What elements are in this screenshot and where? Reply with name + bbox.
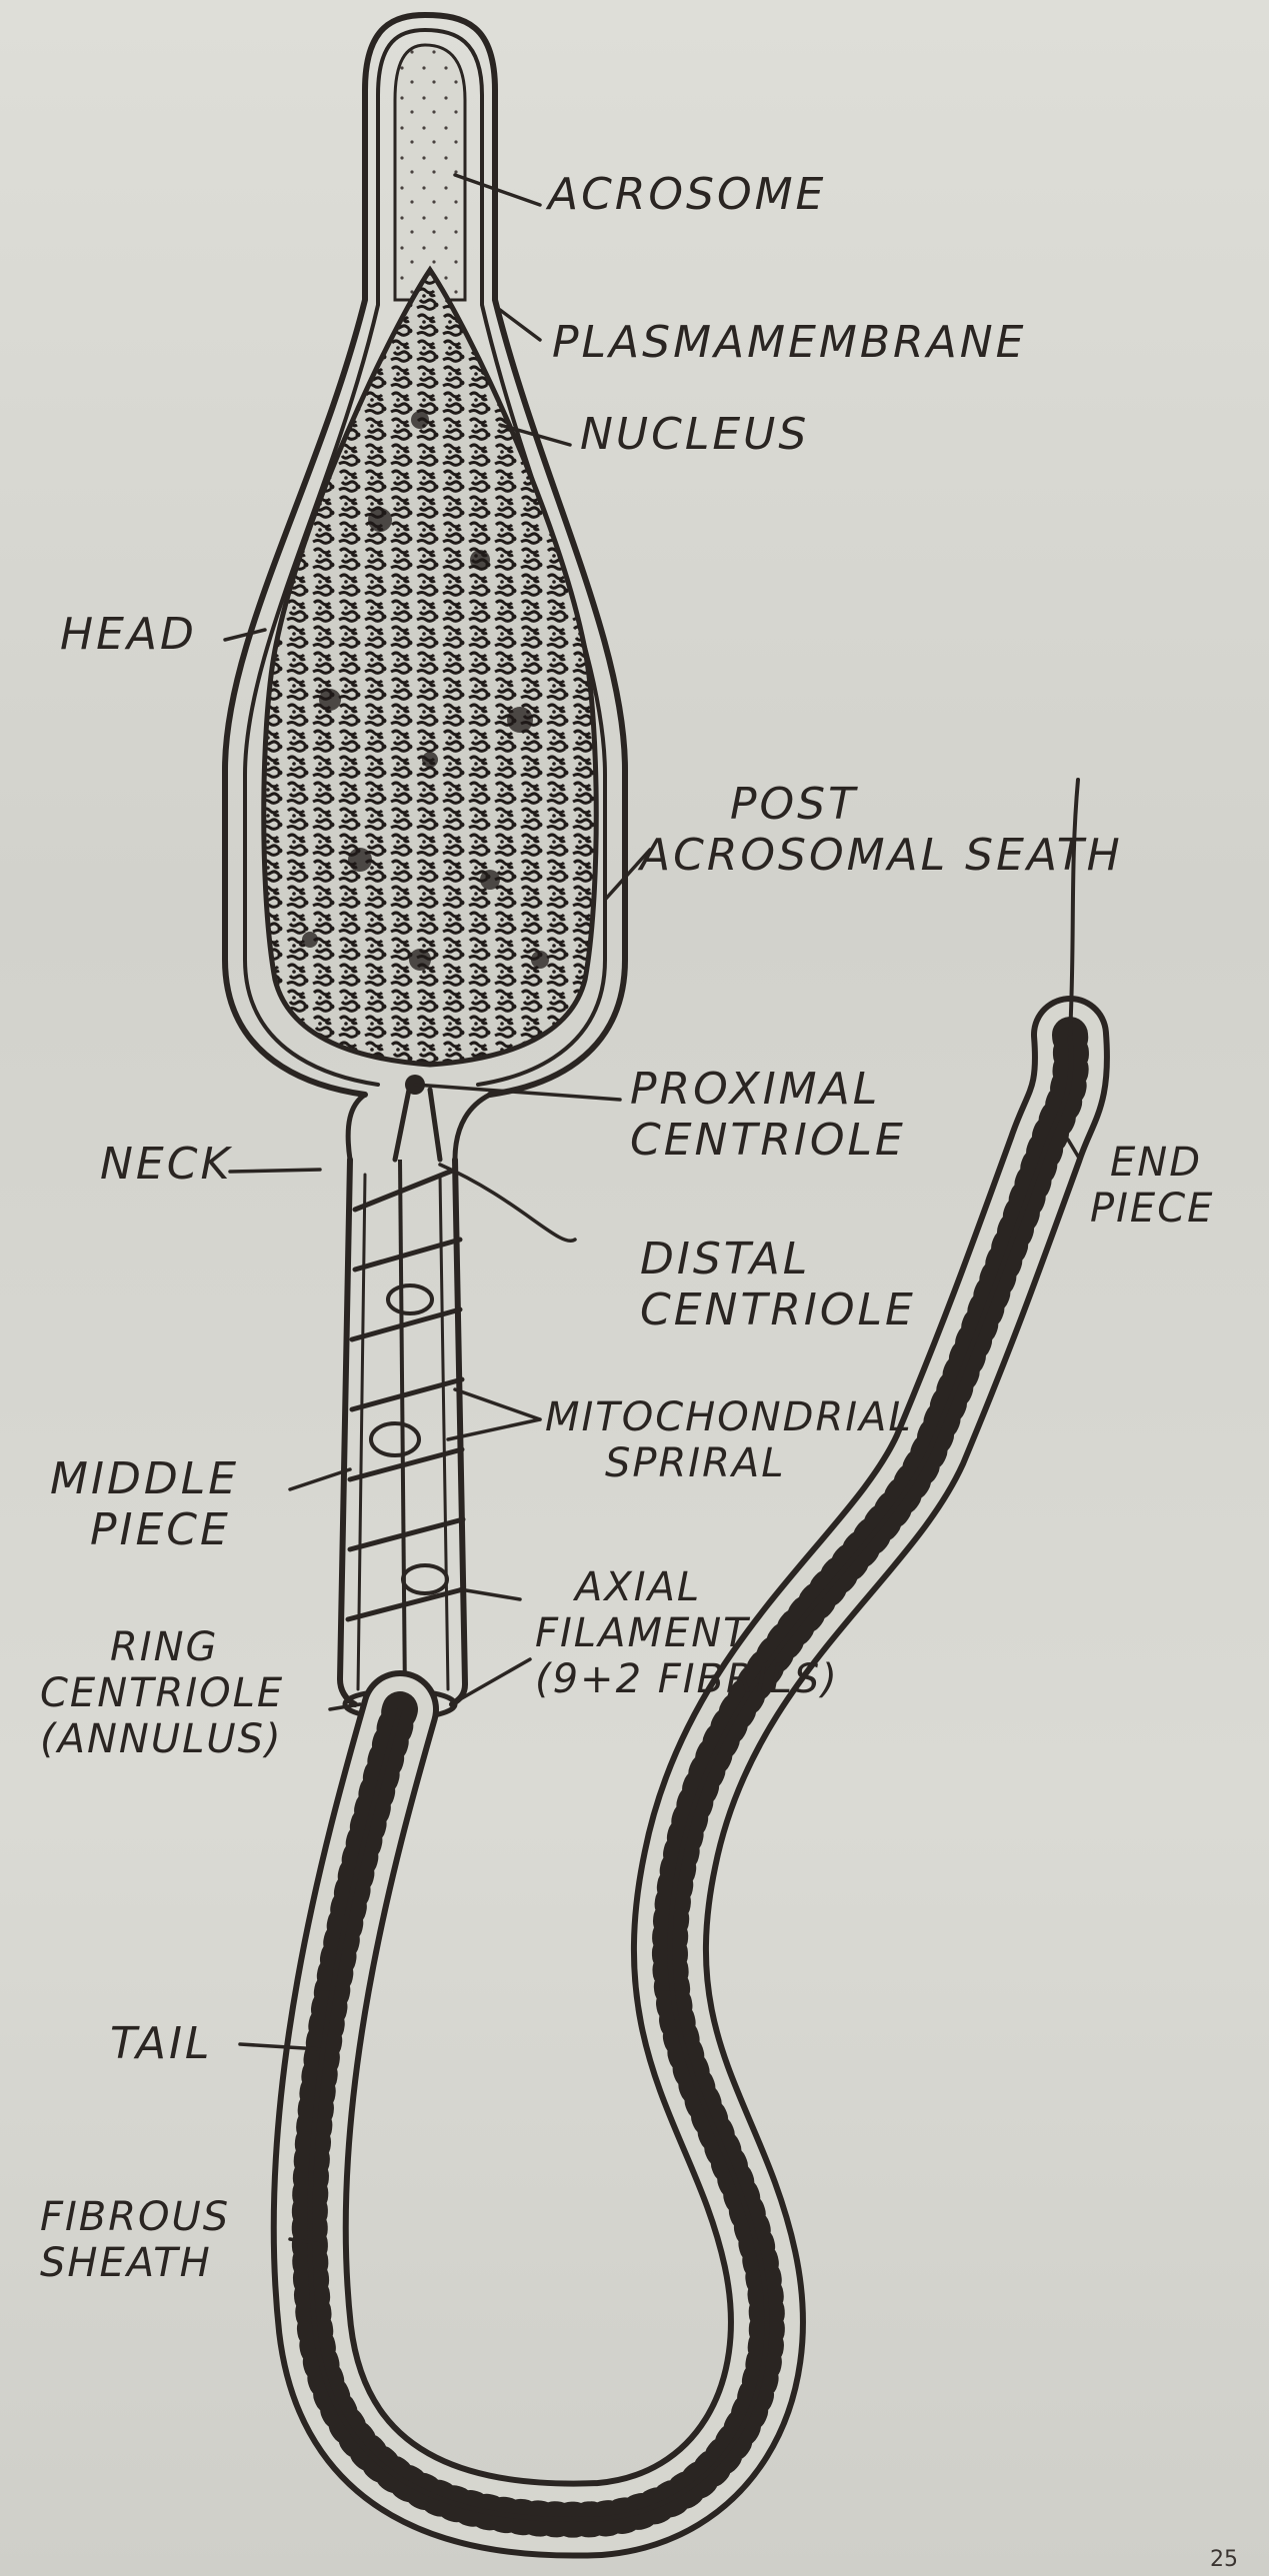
label-ring-line1: RING <box>40 1624 284 1670</box>
label-fibrous-line2: SHEATH <box>40 2240 230 2286</box>
label-axial-line1: AXIAL <box>535 1564 839 1610</box>
acrosome-region <box>395 45 465 300</box>
label-mito-line2: SPRIRAL <box>545 1440 913 1486</box>
label-neck-text: NECK <box>100 1140 232 1191</box>
label-middle-line2: PIECE <box>50 1505 239 1556</box>
label-ring-line3: (ANNULUS) <box>40 1716 284 1762</box>
label-axial-filament: AXIAL FILAMENT (9+2 FIBRILS) <box>535 1564 839 1702</box>
label-middle-line1: MIDDLE <box>50 1454 239 1505</box>
page-number: 25 <box>1210 2547 1238 2572</box>
label-fibrous-line1: FIBROUS <box>40 2194 230 2240</box>
neck <box>348 1085 490 1160</box>
label-distal-line1: DISTAL <box>640 1235 916 1286</box>
label-plasmamembrane: PLASMAMEMBRANE <box>552 318 1026 369</box>
label-post-acrosomal-sheath: POST ACROSOMAL SEATH <box>700 780 1123 881</box>
label-tail-text: TAIL <box>110 2019 212 2070</box>
label-plasmamembrane-text: PLASMAMEMBRANE <box>552 318 1026 369</box>
axial-filament-middle <box>400 1160 405 1699</box>
label-distal-line2: CENTRIOLE <box>640 1286 916 1336</box>
label-nucleus: NUCLEUS <box>580 410 809 461</box>
label-proximal-centriole: PROXIMAL CENTRIOLE <box>630 1065 906 1166</box>
label-end-piece: END PIECE <box>1090 1140 1214 1232</box>
label-acrosome-text: ACROSOME <box>548 170 826 221</box>
label-post-acrosomal-line2: ACROSOMAL SEATH <box>640 831 1123 882</box>
label-axial-line3: (9+2 FIBRILS) <box>535 1656 839 1702</box>
label-neck: NECK <box>100 1140 232 1191</box>
label-acrosome: ACROSOME <box>548 170 826 221</box>
label-ring-line2: CENTRIOLE <box>40 1670 284 1716</box>
label-distal-centriole: DISTAL CENTRIOLE <box>640 1235 916 1335</box>
label-mitochondrial-spiral: MITOCHONDRIAL SPRIRAL <box>545 1394 913 1486</box>
label-end-piece-line2: PIECE <box>1090 1186 1214 1232</box>
label-middle-piece: MIDDLE PIECE <box>50 1454 239 1555</box>
label-proximal-line1: PROXIMAL <box>630 1065 906 1116</box>
label-ring-centriole: RING CENTRIOLE (ANNULUS) <box>40 1624 284 1762</box>
label-end-piece-line1: END <box>1090 1140 1214 1186</box>
label-axial-line2: FILAMENT <box>535 1610 839 1656</box>
label-nucleus-text: NUCLEUS <box>580 410 809 461</box>
label-fibrous-sheath: FIBROUS SHEATH <box>40 2194 230 2286</box>
label-mito-line1: MITOCHONDRIAL <box>545 1394 913 1440</box>
label-proximal-line2: CENTRIOLE <box>630 1116 906 1167</box>
label-post-acrosomal-line1: POST <box>700 780 1123 831</box>
label-tail: TAIL <box>110 2019 212 2070</box>
label-head-text: HEAD <box>60 610 197 661</box>
label-head: HEAD <box>60 610 197 661</box>
